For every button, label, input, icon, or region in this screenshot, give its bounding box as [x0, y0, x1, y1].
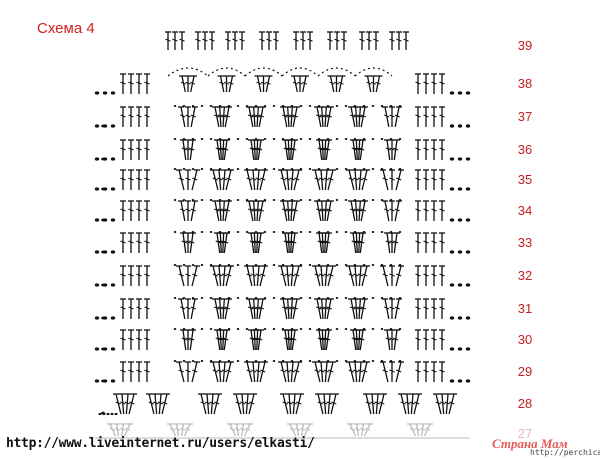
pattern-row	[95, 423, 470, 439]
pattern-row	[94, 231, 471, 254]
row-number-label: 27	[517, 426, 533, 441]
chart-title: Схема 4	[37, 20, 95, 37]
site-url: http://perchica.ru	[530, 448, 600, 457]
row-number-label: 34	[517, 203, 533, 218]
row-number-label: 30	[517, 332, 533, 347]
source-url: http://www.liveinternet.ru/users/elkasti…	[6, 436, 315, 451]
row-number-label: 35	[517, 172, 533, 187]
row-number-label: 36	[517, 142, 533, 157]
pattern-row	[94, 138, 471, 161]
pattern-row	[98, 393, 457, 416]
pattern-row	[165, 31, 409, 50]
row-number-label: 37	[517, 109, 533, 124]
pattern-row	[94, 328, 471, 351]
pattern-row	[94, 199, 471, 222]
pattern-row	[94, 168, 471, 191]
pattern-row	[94, 264, 471, 287]
row-number-label: 31	[517, 301, 533, 316]
row-number-label: 29	[517, 364, 533, 379]
brand-watermark: Страна Мам	[492, 436, 568, 451]
margin-dots	[101, 124, 105, 415]
pattern-row	[94, 105, 471, 128]
pattern-row	[94, 297, 471, 320]
row-number-label: 33	[517, 235, 533, 250]
row-number-label: 28	[517, 396, 533, 411]
row-number-label: 38	[517, 76, 533, 91]
pattern-row	[94, 67, 471, 95]
pattern-row	[94, 360, 471, 383]
row-number-label: 32	[517, 268, 533, 283]
row-number-label: 39	[517, 38, 533, 53]
